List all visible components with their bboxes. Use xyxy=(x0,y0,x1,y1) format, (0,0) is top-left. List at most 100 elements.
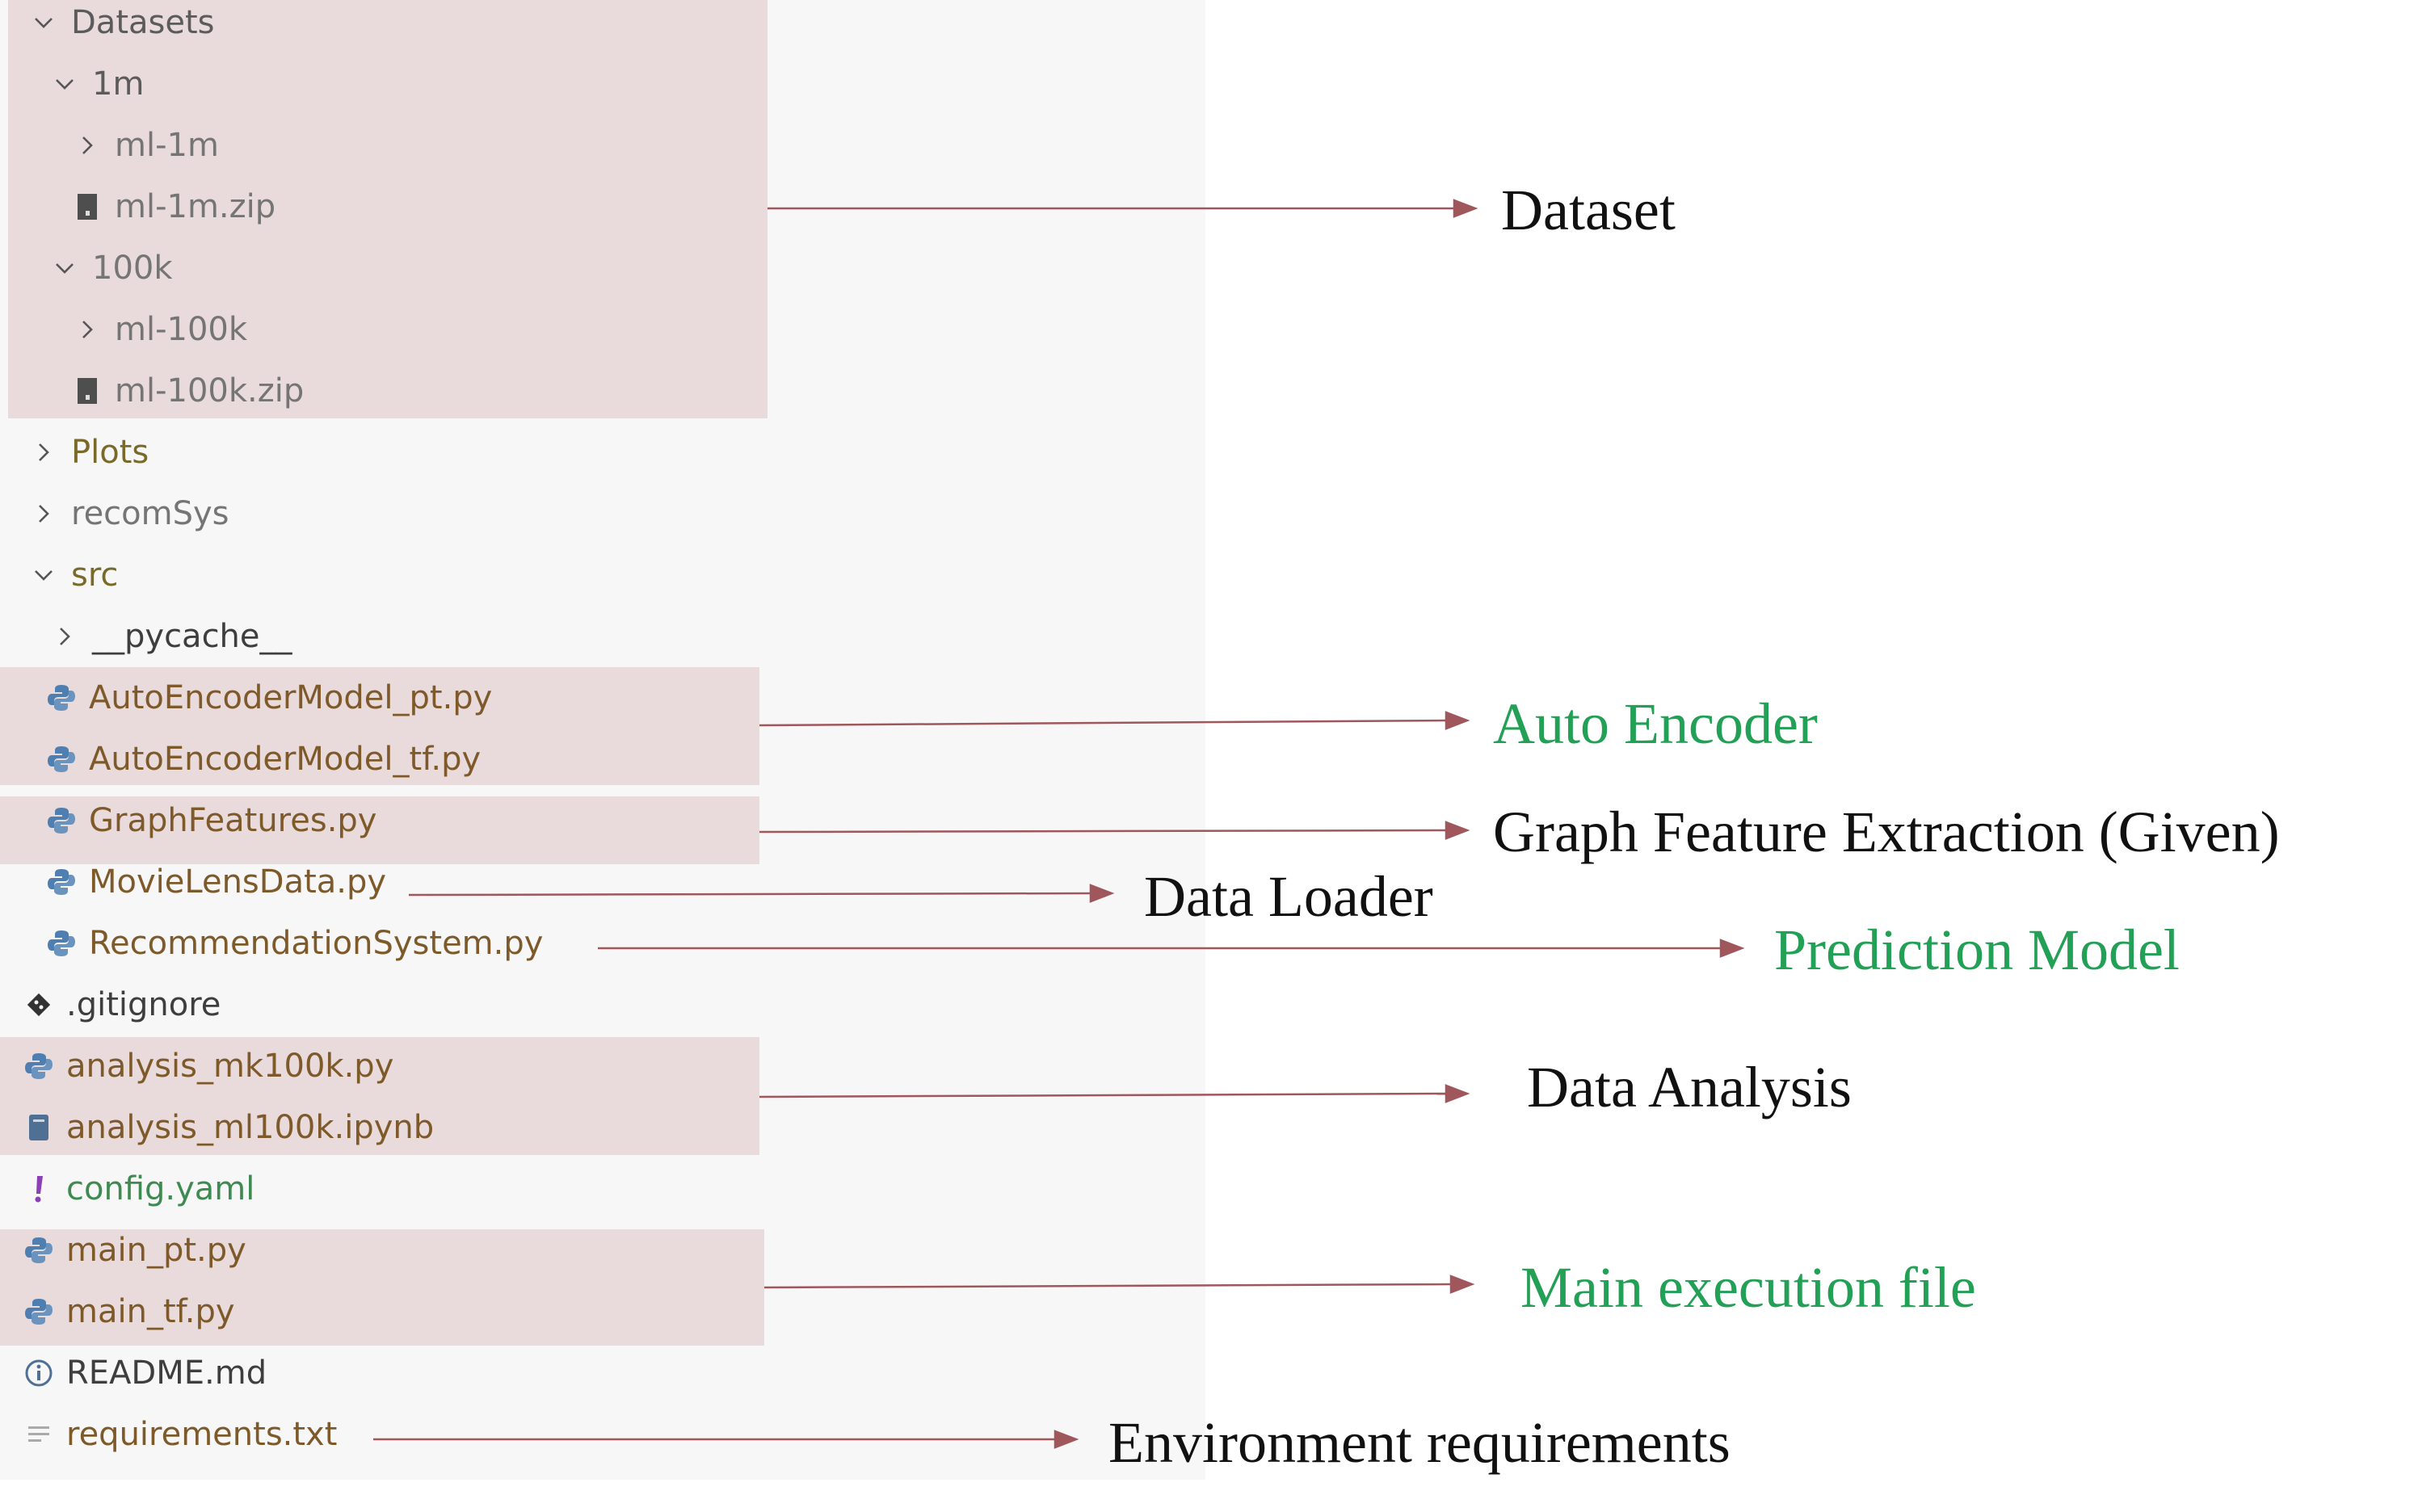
arrow-data-loader xyxy=(408,892,1091,897)
arrow-main-execution xyxy=(763,1283,1452,1289)
chevron-right-icon xyxy=(27,436,60,468)
highlight-analysis xyxy=(0,1037,759,1155)
annotation-data-analysis: Data Analysis xyxy=(1527,1055,1852,1119)
file-explorer-panel: Datasets 1m ml-1m ml-1m.zip 100k ml-100k xyxy=(0,0,1205,1480)
python-icon xyxy=(23,1296,55,1328)
zip-file-icon xyxy=(71,191,103,223)
tree-item-label: recomSys xyxy=(71,495,229,532)
arrow-head-environment xyxy=(1053,1430,1079,1449)
tree-item-label: GraphFeatures.py xyxy=(89,802,377,839)
tree-item-datasets[interactable]: Datasets xyxy=(27,0,214,53)
tree-item-label: 100k xyxy=(92,250,173,287)
chevron-right-icon xyxy=(71,313,103,346)
python-icon xyxy=(45,866,78,898)
tree-item-recomsys[interactable]: recomSys xyxy=(27,483,229,544)
arrow-data-analysis xyxy=(759,1092,1447,1098)
python-icon xyxy=(45,804,78,837)
chevron-down-icon xyxy=(48,252,81,284)
tree-item-label: 1m xyxy=(92,65,145,103)
tree-item-gitignore[interactable]: .gitignore xyxy=(23,974,221,1035)
tree-item-ml-1m[interactable]: ml-1m xyxy=(71,115,219,176)
tree-item-label: __pycache__ xyxy=(92,618,292,655)
tree-item-label: src xyxy=(71,556,119,594)
arrow-head-data-loader xyxy=(1089,884,1115,903)
chevron-down-icon xyxy=(27,6,60,39)
python-icon xyxy=(23,1234,55,1266)
tree-item-label: ml-100k.zip xyxy=(115,372,305,410)
arrow-head-data-analysis xyxy=(1445,1084,1470,1103)
git-icon xyxy=(23,989,55,1021)
tree-item-label: MovieLensData.py xyxy=(89,863,387,901)
yaml-icon xyxy=(23,1173,55,1205)
annotation-main-execution: Main execution file xyxy=(1520,1255,1976,1320)
text-file-icon xyxy=(23,1418,55,1451)
annotation-data-loader: Data Loader xyxy=(1144,864,1433,929)
tree-item-analysis-ipynb[interactable]: analysis_ml100k.ipynb xyxy=(23,1097,434,1158)
python-icon xyxy=(45,927,78,960)
arrow-auto-encoder xyxy=(759,719,1447,727)
arrow-head-graph-features xyxy=(1445,821,1470,840)
tree-item-recommendationsystem[interactable]: RecommendationSystem.py xyxy=(45,913,543,974)
tree-item-requirements[interactable]: requirements.txt xyxy=(23,1404,337,1465)
annotation-graph-features: Graph Feature Extraction (Given) xyxy=(1493,800,2280,864)
arrow-graph-features xyxy=(759,829,1447,834)
annotation-dataset: Dataset xyxy=(1501,178,1676,242)
tree-item-label: analysis_mk100k.py xyxy=(66,1048,394,1085)
annotation-auto-encoder: Auto Encoder xyxy=(1493,691,1818,756)
tree-item-movielensdata[interactable]: MovieLensData.py xyxy=(45,851,386,913)
info-icon xyxy=(23,1357,55,1389)
tree-item-label: ml-1m xyxy=(115,127,219,164)
highlight-datasets xyxy=(8,0,768,418)
tree-item-analysis-py[interactable]: analysis_mk100k.py xyxy=(23,1035,393,1097)
tree-item-ml-1m-zip[interactable]: ml-1m.zip xyxy=(71,176,275,237)
tree-item-autoencoder-pt[interactable]: AutoEncoderModel_pt.py xyxy=(45,667,492,729)
chevron-right-icon xyxy=(71,129,103,162)
tree-item-src[interactable]: src xyxy=(27,544,118,606)
annotation-prediction-model: Prediction Model xyxy=(1774,918,2180,982)
python-icon xyxy=(23,1050,55,1082)
tree-item-label: main_pt.py xyxy=(66,1232,246,1269)
arrow-head-auto-encoder xyxy=(1445,711,1470,730)
tree-item-config[interactable]: config.yaml xyxy=(23,1158,254,1220)
tree-item-label: .gitignore xyxy=(66,986,221,1023)
tree-item-autoencoder-tf[interactable]: AutoEncoderModel_tf.py xyxy=(45,729,481,790)
highlight-main xyxy=(0,1229,764,1346)
tree-item-main-tf[interactable]: main_tf.py xyxy=(23,1281,235,1342)
notebook-icon xyxy=(23,1111,55,1144)
chevron-down-icon xyxy=(48,68,81,100)
tree-item-readme[interactable]: README.md xyxy=(23,1342,267,1404)
tree-item-ml-100k[interactable]: ml-100k xyxy=(71,299,247,360)
tree-item-graphfeatures[interactable]: GraphFeatures.py xyxy=(45,790,376,851)
python-icon xyxy=(45,743,78,775)
arrow-head-main-execution xyxy=(1449,1275,1475,1294)
chevron-right-icon xyxy=(27,498,60,530)
tree-item-label: Plots xyxy=(71,434,149,471)
tree-item-plots[interactable]: Plots xyxy=(27,422,149,483)
tree-item-label: README.md xyxy=(66,1354,267,1392)
tree-item-label: requirements.txt xyxy=(66,1416,338,1453)
arrow-head-dataset xyxy=(1453,199,1478,218)
chevron-down-icon xyxy=(27,559,60,591)
tree-item-label: ml-100k xyxy=(115,311,248,348)
tree-item-pycache[interactable]: __pycache__ xyxy=(48,606,292,667)
tree-item-label: analysis_ml100k.ipynb xyxy=(66,1109,435,1146)
highlight-graphfeatures xyxy=(0,796,759,864)
tree-item-label: AutoEncoderModel_tf.py xyxy=(89,741,482,778)
annotation-environment: Environment requirements xyxy=(1108,1410,1731,1475)
tree-item-label: ml-1m.zip xyxy=(115,188,276,225)
tree-item-label: RecommendationSystem.py xyxy=(89,925,544,962)
chevron-right-icon xyxy=(48,620,81,653)
zip-file-icon xyxy=(71,375,103,407)
python-icon xyxy=(45,682,78,714)
tree-item-main-pt[interactable]: main_pt.py xyxy=(23,1220,246,1281)
tree-item-ml-100k-zip[interactable]: ml-100k.zip xyxy=(71,360,304,422)
tree-item-label: main_tf.py xyxy=(66,1293,235,1330)
tree-item-label: Datasets xyxy=(71,4,215,41)
tree-item-100k[interactable]: 100k xyxy=(48,237,173,299)
highlight-autoencoder xyxy=(0,667,759,785)
tree-item-1m[interactable]: 1m xyxy=(48,53,144,115)
tree-item-label: config.yaml xyxy=(66,1170,255,1208)
tree-item-label: AutoEncoderModel_pt.py xyxy=(89,679,493,716)
arrow-head-prediction-model xyxy=(1719,939,1745,958)
